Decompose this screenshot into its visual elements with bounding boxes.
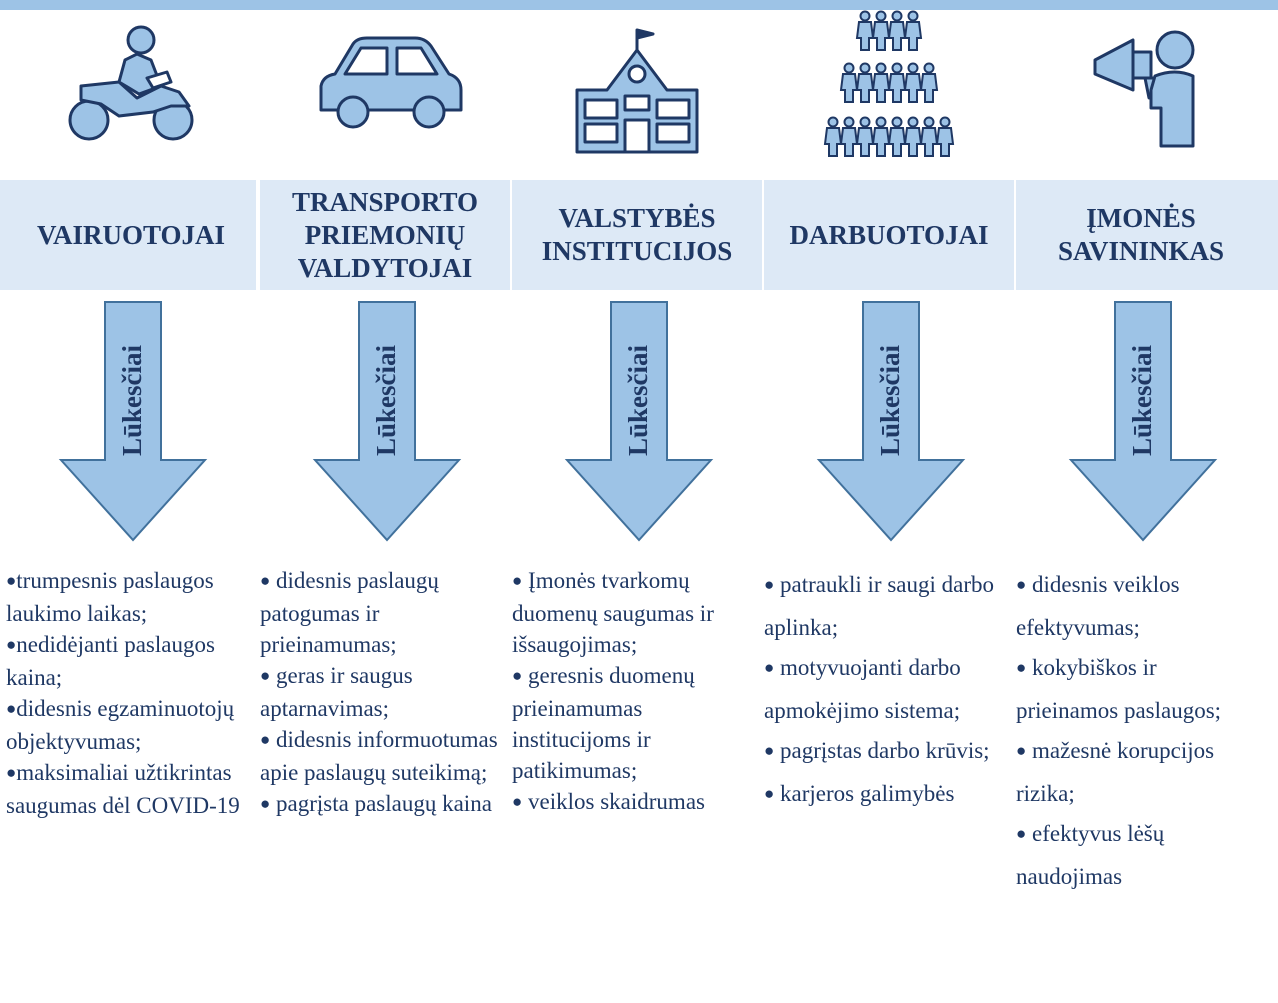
stakeholder-title: VAIRUOTOJAI: [36, 219, 226, 250]
top-accent-bar: [0, 0, 1278, 10]
list-item: ● Įmonės tvarkomų duomenų saugumas ir iš…: [512, 568, 714, 657]
arrow-label: Lūkesčiai: [623, 344, 654, 456]
list-item: ●didesnis egzaminuotojų objektyvumas;: [6, 696, 235, 754]
expectations-list: ●trumpesnis paslaugos laukimo laikas; ●n…: [6, 565, 251, 821]
expectations-arrow: [58, 301, 208, 542]
list-item: ● patraukli ir saugi darbo aplinka;: [764, 572, 994, 640]
stakeholder-band: [1016, 180, 1278, 290]
arrow-label: Lūkesčiai: [117, 344, 148, 456]
list-item: ●trumpesnis paslaugos laukimo laikas;: [6, 568, 214, 626]
arrow-label: Lūkesčiai: [1127, 344, 1158, 456]
expectations-arrow: [312, 301, 462, 542]
list-item: ● pagrįsta paslaugų kaina: [260, 791, 492, 816]
stakeholder-band: [260, 180, 510, 290]
motorcycle-rider-icon: [6, 10, 256, 180]
list-item: ● geras ir saugus aptarnavimas;: [260, 663, 413, 721]
stakeholder-title: TRANSPORTO PRIEMONIŲ VALDYTOJAI: [291, 186, 479, 283]
list-item: ● motyvuojanti darbo apmokėjimo sistema;: [764, 655, 961, 723]
stakeholder-column-darbuotojai: DARBUOTOJAI Lūkesčiai ● patraukli ir sau…: [764, 10, 1014, 1003]
stakeholder-column-valstybes-institucijos: VALSTYBĖS INSTITUCIJOS Lūkesčiai ● Įmonė…: [512, 10, 762, 1003]
school-building-icon: [512, 10, 762, 180]
list-item: ● efektyvus lėšų naudojimas: [1016, 821, 1165, 889]
expectations-list: ● patraukli ir saugi darbo aplinka; ● mo…: [764, 565, 1009, 816]
list-item: ● pagrįstas darbo krūvis;: [764, 738, 990, 763]
person-megaphone-icon: [1016, 10, 1266, 180]
list-item: ● didesnis veiklos efektyvumas;: [1016, 572, 1180, 640]
arrow-label: Lūkesčiai: [875, 344, 906, 456]
list-item: ● karjeros galimybės: [764, 780, 955, 806]
expectations-arrow: [816, 301, 966, 542]
stakeholder-band: [764, 180, 1014, 290]
list-item: ● didesnis informuotumas apie paslaugų s…: [260, 727, 498, 785]
stakeholder-column-imones-savininkas: ĮMONĖS SAVININKAS Lūkesčiai ● didesnis v…: [1016, 10, 1278, 1003]
list-item: ●nedidėjanti paslaugos kaina;: [6, 632, 215, 690]
list-item: ● mažesnė korupcijos rizika;: [1016, 738, 1215, 806]
list-item: ● didesnis paslaugų patogumas ir prieina…: [260, 568, 439, 657]
list-item: ●maksimaliai užtikrintas saugumas dėl CO…: [6, 760, 240, 818]
arrow-label: Lūkesčiai: [371, 344, 402, 456]
stakeholder-title: ĮMONĖS SAVININKAS: [1057, 203, 1225, 266]
expectations-list: ● didesnis paslaugų patogumas ir prieina…: [260, 565, 505, 821]
expectations-list: ● Įmonės tvarkomų duomenų saugumas ir iš…: [512, 565, 757, 819]
list-item: ● veiklos skaidrumas: [512, 789, 705, 814]
stakeholder-column-vairuotojai: VAIRUOTOJAI Lūkesčiai ●trumpesnis paslau…: [0, 10, 256, 1003]
stakeholder-title: VALSTYBĖS INSTITUCIJOS: [541, 203, 733, 266]
stakeholder-band: [512, 180, 762, 290]
list-item: ● kokybiškos ir prieinamos paslaugos;: [1016, 655, 1222, 723]
car-icon: [260, 10, 510, 180]
stakeholder-title: DARBUOTOJAI: [789, 219, 989, 250]
stakeholder-column-transporto-priemoniu-valdytojai: TRANSPORTO PRIEMONIŲ VALDYTOJAI Lūkesčia…: [260, 10, 510, 1003]
stakeholder-band: [0, 180, 256, 290]
list-item: ● geresnis duomenų prieinamumas instituc…: [512, 663, 695, 783]
expectations-list: ● didesnis veiklos efektyvumas; ● kokybi…: [1016, 565, 1261, 897]
crowd-of-people-icon: [764, 10, 1014, 180]
expectations-arrow: [1068, 301, 1218, 542]
expectations-arrow: [564, 301, 714, 542]
